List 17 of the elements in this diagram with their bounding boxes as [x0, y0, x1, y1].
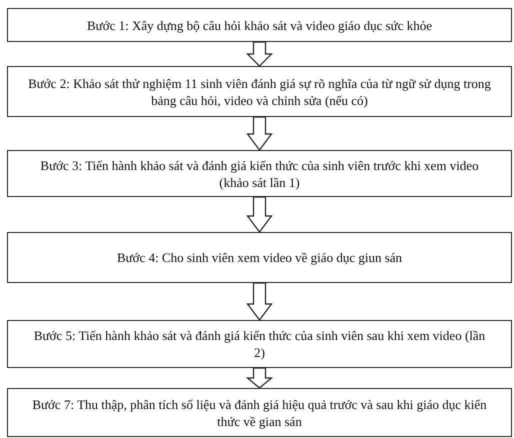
step-text: Bước 4: Cho sinh viên xem video về giáo dục giun sán	[116, 249, 402, 266]
process-box	[7, 232, 512, 283]
block-arrow	[246, 367, 274, 389]
process-box	[7, 66, 512, 117]
step-text: Bước 2: Khảo sát thử nghiệm 11 sinh viên đánh giá sự rõ nghĩa của từ ngữ sử dụng trong bảng câu hỏi, video và chỉnh sửa (nếu có)	[28, 74, 491, 108]
step-text: Bước 5: Tiến hành khảo sát và đánh giá kiến thức của sinh viên sau khi xem video (lần 2)	[32, 327, 486, 361]
process-box	[7, 8, 512, 42]
block-arrow	[246, 282, 273, 321]
step-text: Bước 3: Tiến hành khảo sát và đánh giá kiến thức của sinh viên trước khi xem video (khảo sát lần 1)	[39, 156, 480, 190]
block-arrow	[246, 196, 273, 233]
step-text: Bước 7: Thu thập, phân tích số liệu và đánh giá hiệu quả trước và sau khi giáo dục kiến thức về gian sán	[31, 396, 488, 430]
process-box	[7, 388, 512, 437]
block-arrow	[246, 41, 273, 67]
process-box	[7, 150, 512, 197]
step-text: Bước 1: Xây dựng bộ câu hỏi khảo sát và video giáo dục sức khỏe	[87, 16, 432, 34]
process-box	[7, 320, 512, 368]
block-arrow	[246, 116, 273, 151]
